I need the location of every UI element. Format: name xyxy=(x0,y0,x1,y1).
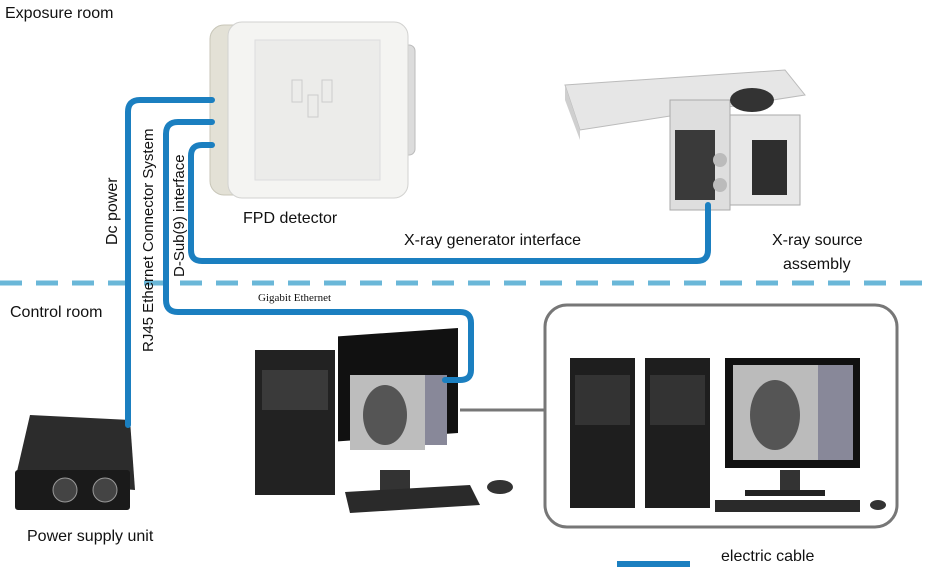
power-supply-image xyxy=(15,415,135,510)
generator-interface-label: X-ray generator interface xyxy=(404,232,581,249)
dsub-label: D-Sub(9) interface xyxy=(171,154,188,277)
legend-label: electric cable xyxy=(721,548,815,565)
workstation-image xyxy=(255,327,513,513)
xray-source-label-line2: assembly xyxy=(783,256,851,273)
exposure-room-label: Exposure room xyxy=(5,5,114,22)
dsub-cable xyxy=(188,142,711,264)
gigabit-ethernet-label: Gigabit Ethernet xyxy=(258,292,332,304)
rj45-label: RJ45 Ethernet Connector System xyxy=(140,128,157,352)
power-supply-label: Power supply unit xyxy=(27,528,154,545)
control-room-label: Control room xyxy=(10,304,103,321)
workstation-equipment-image xyxy=(570,358,886,512)
dc-power-label: Dc power xyxy=(104,177,121,245)
workstation-frame xyxy=(543,303,899,529)
fpd-detector-image xyxy=(209,21,416,199)
dc-power-cable xyxy=(125,97,215,428)
fpd-detector-label: FPD detector xyxy=(243,210,338,227)
xray-source-label-line1: X-ray source xyxy=(772,232,863,249)
xray-source-image xyxy=(564,69,806,211)
rj45-cable xyxy=(163,119,474,383)
